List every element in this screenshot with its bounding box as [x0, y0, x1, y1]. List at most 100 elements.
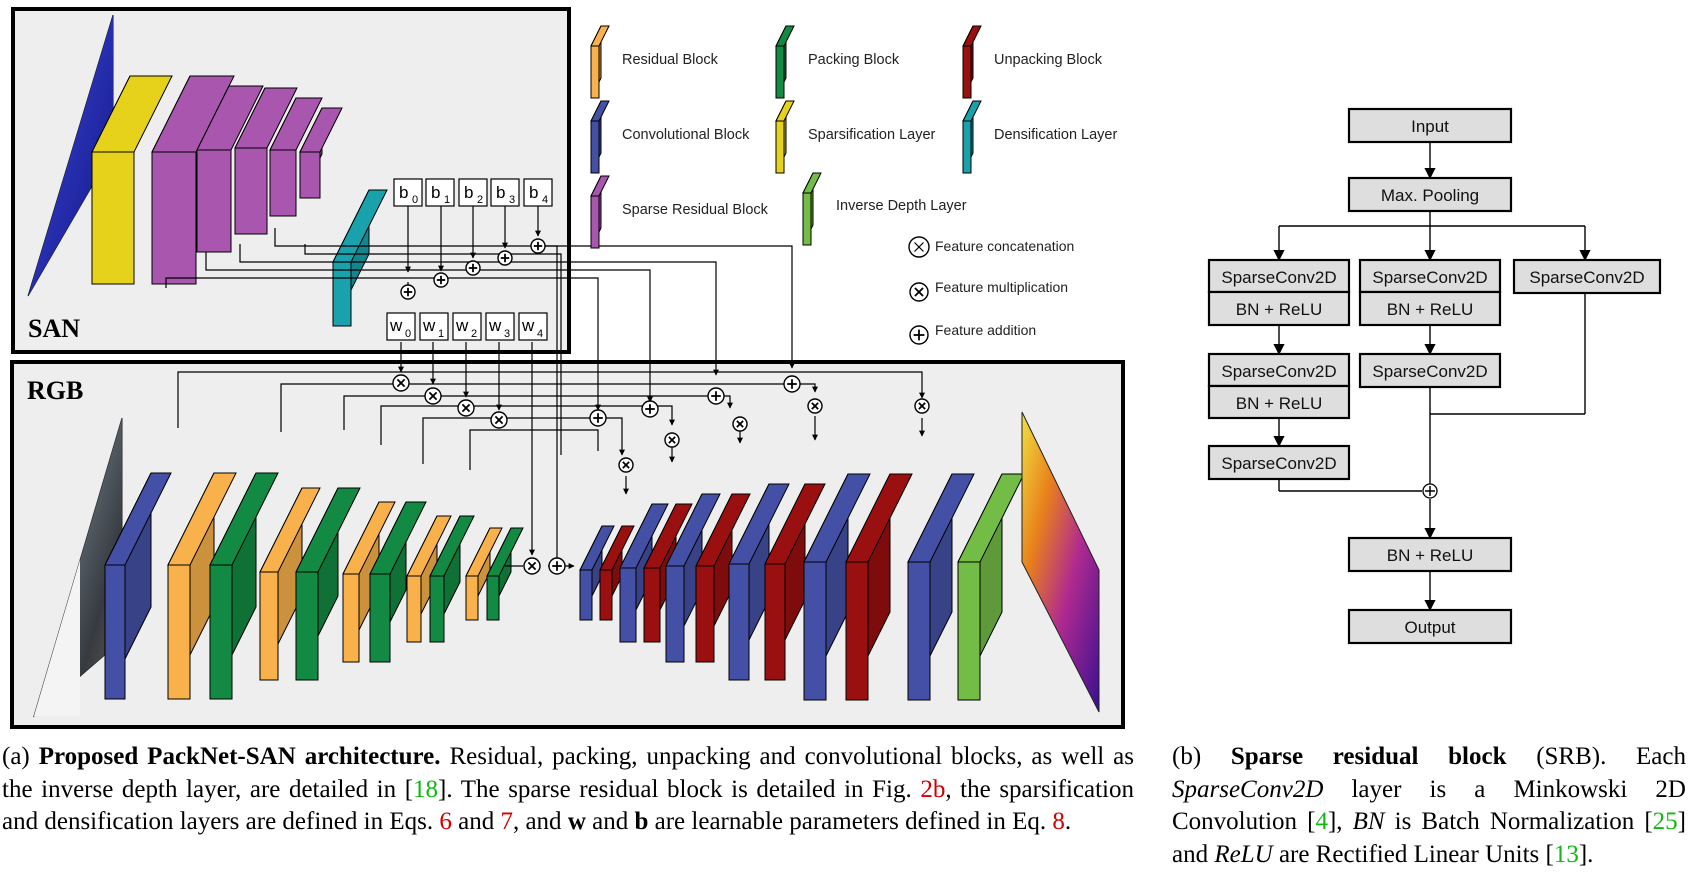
srb-maxpool-text: Max. Pooling	[1381, 186, 1479, 205]
rgb-mult-node-dec-0	[618, 457, 634, 473]
caption-b-title: Sparse residual block	[1230, 743, 1507, 770]
legend-concat-label: Feature concatenation	[935, 238, 1074, 254]
legend-convolutional-label: Convolutional Block	[622, 127, 750, 143]
legend-mult-label: Feature multiplication	[935, 279, 1068, 295]
bias-param-symbol: b	[431, 183, 440, 202]
legend-residual-label: Residual Block	[622, 52, 719, 68]
rgb-convolutional-block-dec-8	[803, 473, 871, 701]
caption-b-text: is Batch Normalization [	[1384, 808, 1653, 835]
rgb-packing-block-enc-8	[429, 515, 475, 643]
rgb-unpacking-block-dec-9	[845, 473, 913, 701]
san-add-node-2	[465, 260, 481, 276]
caption-a-ref-2b[interactable]: 2b	[920, 775, 946, 803]
caption-a-text: and	[585, 808, 635, 835]
san-sparse-residual-block-1	[196, 85, 264, 253]
caption-b-text: layer is a Minkowski 2D Convolution [	[1172, 775, 1686, 836]
bias-param-subscript: 4	[542, 194, 548, 206]
rgb-mult-node-3	[490, 411, 508, 429]
san-label: SAN	[28, 314, 80, 343]
srb-conv-c1-node	[1512, 258, 1662, 295]
srb-conv-b2-text: SparseConv2D	[1372, 362, 1487, 381]
rgb-mult-node-0	[392, 374, 410, 392]
caption-b-text: ] and	[1172, 808, 1686, 868]
weight-param-symbol: w	[389, 316, 403, 335]
rgb-add-node-0	[589, 409, 607, 427]
caption-b-italic: BN	[1352, 808, 1385, 835]
caption-a-text: , the sparsification and densification l…	[2, 775, 1134, 836]
rgb-mult-node-1	[424, 387, 442, 405]
caption-a-b: b	[634, 808, 649, 835]
feature-operators	[392, 238, 930, 575]
legend-sparsification-swatch	[775, 100, 795, 174]
weight-param-symbol: w	[422, 316, 436, 335]
rgb-unpacking-block-dec-3	[643, 503, 693, 643]
rgb-add-node-bottleneck	[548, 557, 566, 575]
san-add-node-1	[497, 250, 513, 266]
rgb-residual-block-enc-9	[465, 527, 503, 621]
weight-param-subscript: 2	[471, 328, 477, 340]
bias-param-symbol: b	[496, 183, 505, 202]
bias-param-symbol: b	[529, 183, 538, 202]
bias-param-symbol: b	[464, 183, 473, 202]
caption-b-ref-25[interactable]: 25	[1652, 808, 1678, 835]
rgb-unpacking-block-dec-7	[764, 483, 826, 681]
weight-param-symbol: w	[488, 316, 502, 335]
rgb-mult-node-dec-3	[807, 398, 823, 414]
srb-conv-a1-node	[1207, 258, 1351, 294]
legend-packing-swatch	[775, 25, 795, 99]
caption-a-ref-18[interactable]: 18	[413, 775, 439, 803]
san-sparse-residual-block-0	[151, 75, 235, 285]
legend-convolutional-swatch	[590, 100, 610, 174]
caption-b-tag: (b)	[1172, 743, 1231, 770]
rgb-convolutional-block-dec-4	[665, 493, 721, 663]
rgb-packing-block-enc-4	[295, 487, 361, 681]
rgb-residual-block-enc-1	[167, 472, 237, 700]
san-sparse-residual-block-4	[299, 107, 343, 199]
bias-param-subscript: 0	[412, 194, 418, 206]
feature-multiplication-icon	[909, 282, 929, 302]
weight-param-subscript: 1	[438, 328, 444, 340]
srb-conv-b1-node	[1358, 258, 1502, 294]
rgb-convolutional-block-dec-0	[579, 525, 615, 621]
feature-concatenation-icon	[908, 236, 930, 258]
rgb-unpacking-block-dec-1	[599, 525, 635, 621]
rgb-mult-node-dec-4	[914, 398, 930, 414]
rgb-packing-block-enc-6	[369, 501, 427, 663]
caption-a-ref-eq8[interactable]: 8	[1052, 808, 1065, 835]
rgb-add-node-1	[641, 400, 659, 418]
san-add-node-4	[400, 284, 416, 300]
srb-bn-a2-text: BN + ReLU	[1236, 394, 1322, 413]
caption-a-ref-eq7[interactable]: 7	[500, 808, 513, 835]
caption-a-text: .	[1064, 808, 1072, 835]
legend-sparse-residual-label: Sparse Residual Block	[622, 202, 769, 218]
rgb-mult-node-bottleneck	[523, 557, 541, 575]
caption-b-ref-4[interactable]: 4	[1315, 808, 1328, 835]
rgb-blocks	[33, 411, 1100, 718]
caption-a-text: and	[451, 808, 501, 835]
srb-bn-a1-node	[1207, 290, 1351, 327]
srb-conv-a2-text: SparseConv2D	[1221, 362, 1336, 381]
legend-unpacking-label: Unpacking Block	[994, 52, 1103, 68]
caption-a-text: ]. The sparse residual block is detailed…	[438, 775, 921, 803]
feature-addition-icon	[909, 325, 929, 345]
caption-a-ref-eq6[interactable]: 6	[439, 808, 452, 835]
caption-b-ref-13[interactable]: 13	[1553, 840, 1579, 868]
rgb-input-image	[33, 417, 123, 718]
caption-b-italic: SparseConv2D	[1172, 775, 1324, 803]
san-blocks	[27, 14, 388, 327]
bias-param-subscript: 2	[477, 194, 483, 206]
san-sparsification-layer	[91, 75, 173, 285]
srb-output-text: Output	[1404, 618, 1455, 637]
srb-conv-b1-text: SparseConv2D	[1372, 268, 1487, 287]
san-add-node-3	[433, 272, 449, 288]
